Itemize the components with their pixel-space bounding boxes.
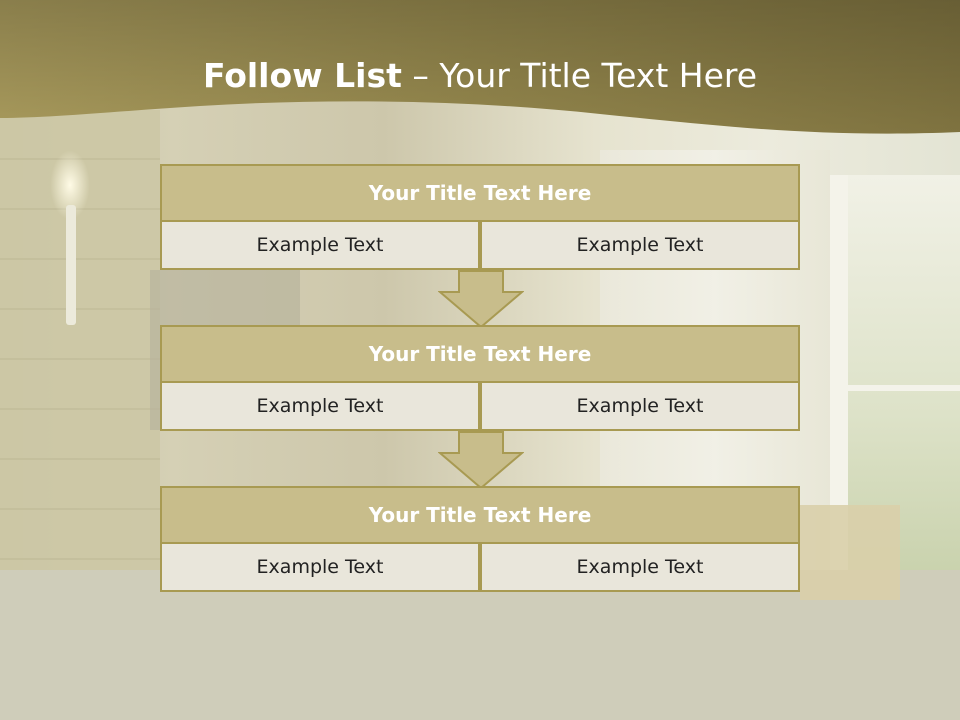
down-arrow-icon [438,270,524,328]
block-title: Your Title Text Here [160,325,800,383]
list-block-3: Your Title Text Here Example Text Exampl… [160,486,800,592]
list-block-1: Your Title Text Here Example Text Exampl… [160,164,800,270]
block-cell-right: Example Text [480,542,800,592]
block-cell-right: Example Text [480,220,800,270]
title-rest: – Your Title Text Here [401,56,758,95]
block-cell-left: Example Text [160,542,480,592]
block-cell-left: Example Text [160,381,480,431]
list-block-2: Your Title Text Here Example Text Exampl… [160,325,800,431]
header-banner [0,0,960,134]
block-cell-left: Example Text [160,220,480,270]
block-cell-right: Example Text [480,381,800,431]
wall-lamp [66,205,76,325]
slide-title: Follow List – Your Title Text Here [0,56,960,95]
block-title: Your Title Text Here [160,164,800,222]
block-title: Your Title Text Here [160,486,800,544]
title-bold: Follow List [202,56,402,95]
down-arrow-icon [438,431,524,489]
